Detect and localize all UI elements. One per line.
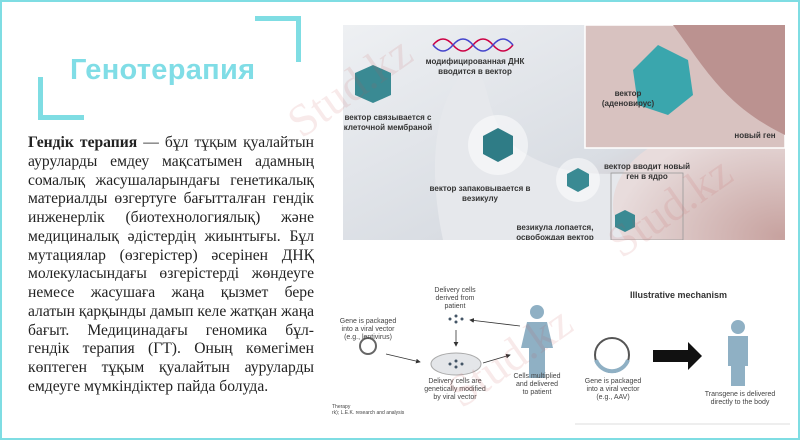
gene-therapy-illustration: модифицированная ДНК вводится в вектор в… [343,25,785,240]
label-aav: Gene is packaged into a viral vector (e.… [584,378,642,401]
body-paragraph: Гендік терапия — бұл тұқым қуалайтын аур… [28,134,314,397]
mechanism-graphic [359,305,790,425]
gene-therapy-mechanism-diagram: Gene is packaged into a viral vector (e.… [330,278,795,428]
bracket-top-right-h [255,16,301,21]
bracket-top-right-v [296,16,301,62]
slide-title: Генотерапия [70,54,256,86]
label-new-gene: новый ген [734,131,776,140]
label-packed-vesicle: вектор запаковывается в везикулу [429,184,531,203]
bracket-bottom-left-h [38,115,84,120]
label-adenovirus-vector: вектор (аденовирус) [601,89,655,108]
term-bold: Гендік терапия [28,134,138,151]
label-cells-modified: Delivery cells are genetically modified … [424,378,486,401]
label-lentivirus: Gene is packaged into a viral vector (e.… [339,318,397,341]
label-cells-multiplied: Cells multiplied and delivered to patien… [513,373,561,396]
label-gene-into-nucleus: вектор вводит новый ген в ядро [603,162,691,181]
illustration-graphic [343,25,785,240]
mechanism-heading: Illustrative mechanism [630,290,728,300]
source-note: Therapy rk); L.E.K. research and analysi… [332,404,405,416]
bracket-bottom-left-v [38,77,43,120]
definition-text: — бұл тұқым қуалайтын ауруларды емдеу ма… [28,134,314,395]
label-vesicle-bursts: везикула лопается, освобождая вектор [516,223,594,240]
label-modified-dna: модифицированная ДНК вводится в вектор [425,57,525,76]
label-transgene: Transgene is delivered directly to the b… [704,391,776,406]
label-cells-derived: Delivery cells derived from patient [434,287,476,310]
label-binds-membrane: вектор связывается с клеточной мембраной [343,113,433,132]
